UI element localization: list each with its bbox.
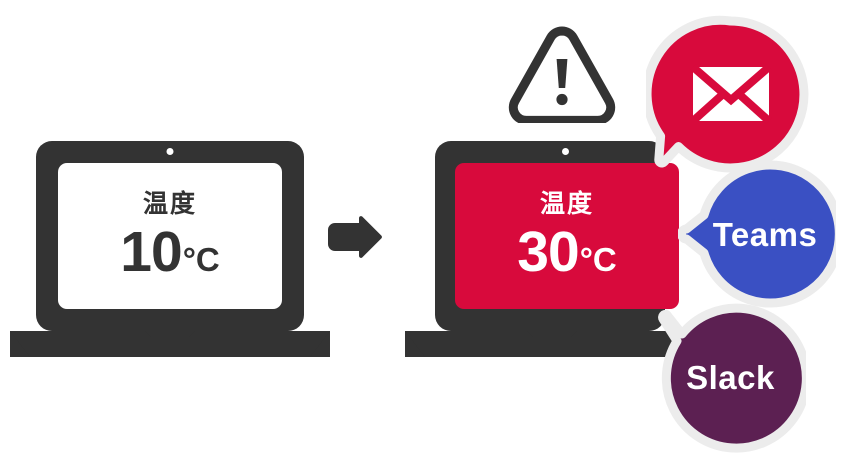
notification-bubble-teams[interactable]: Teams [678, 159, 836, 309]
bubble-label-slack: Slack [686, 359, 775, 396]
laptop-base-shape-alert [405, 331, 697, 357]
laptop-camera-icon [166, 148, 174, 155]
laptop-base-shape [10, 331, 330, 357]
bubble-label-teams: Teams [712, 216, 818, 253]
temperature-number-alert: 30 [517, 219, 579, 284]
envelope-icon [690, 63, 772, 124]
laptop-base-normal [10, 331, 330, 357]
temperature-unit: °C [182, 240, 220, 278]
screen-label-temperature: 温度 [142, 189, 197, 218]
notification-bubble-slack[interactable]: Slack [646, 297, 806, 457]
temperature-number: 10 [120, 219, 182, 284]
screen-label-temperature-alert: 温度 [539, 189, 594, 218]
temperature-unit-alert: °C [579, 240, 617, 278]
laptop-screen-alert: 温度 30 °C [455, 163, 679, 309]
warning-triangle-icon [508, 25, 616, 125]
laptop-screen-normal: 温度 10 °C [58, 163, 282, 309]
notification-bubble-mail[interactable] [646, 11, 812, 176]
laptop-normal: 温度 10 °C [36, 141, 304, 331]
laptop-alert: 温度 30 °C [435, 141, 679, 331]
laptop-base-alert [405, 331, 697, 357]
screen-temperature-value-alert: 30 °C [517, 219, 617, 284]
arrow-right-icon [326, 216, 382, 258]
screen-temperature-value: 10 °C [120, 219, 220, 284]
laptop-camera-icon-alert [562, 148, 569, 155]
